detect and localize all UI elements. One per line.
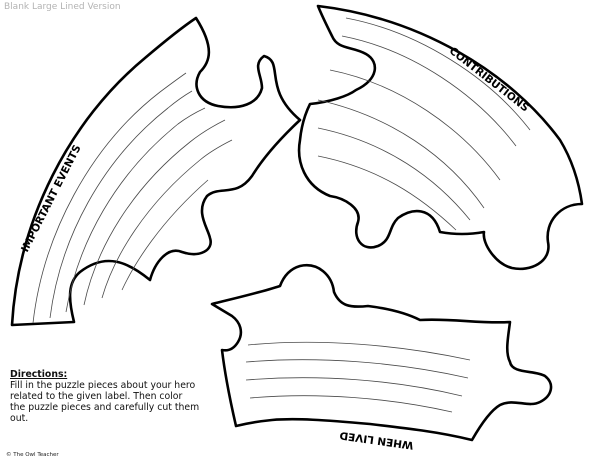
- puzzle-piece-contributions: [297, 4, 584, 271]
- directions-title: Directions:: [10, 369, 68, 380]
- version-label: Blank Large Lined Version: [4, 2, 121, 12]
- directions-block: Directions: Fill in the puzzle pieces ab…: [10, 369, 200, 424]
- when-lived-label: WHEN LIVED: [339, 429, 415, 451]
- puzzle-piece-when-lived: [210, 263, 553, 442]
- puzzle-piece-important-events: [10, 16, 302, 327]
- directions-body: Fill in the puzzle pieces about your her…: [10, 380, 200, 424]
- credit-text: © The Owl Teacher: [6, 452, 59, 458]
